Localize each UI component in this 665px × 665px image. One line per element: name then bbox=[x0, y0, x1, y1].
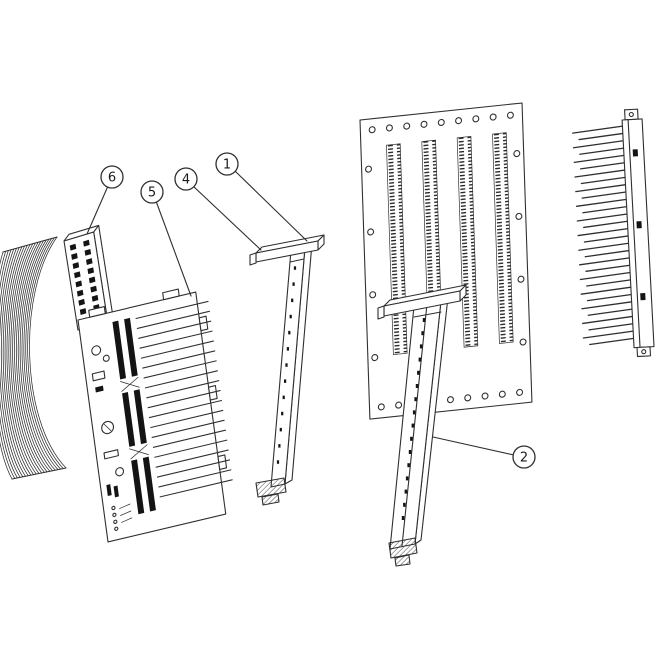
rail1-hole-column bbox=[276, 266, 297, 464]
connector-rail-small bbox=[249, 234, 325, 506]
rail1-bracket-cap bbox=[249, 252, 257, 266]
callout-4-leader bbox=[192, 185, 262, 251]
pin-connector-bottom-hole bbox=[641, 349, 647, 355]
callout-2-label: 2 bbox=[520, 451, 528, 466]
rail1-socket-line bbox=[289, 258, 305, 263]
callout-1-leader bbox=[234, 170, 308, 242]
rail2-mounting-foot bbox=[388, 537, 418, 559]
callout-2: 2 bbox=[432, 436, 536, 469]
pin-connector-top-hole bbox=[628, 111, 634, 118]
board-pin-rows bbox=[135, 300, 233, 498]
callout-6-leader bbox=[86, 185, 109, 235]
cable-bottom-edge bbox=[11, 467, 67, 480]
board-components bbox=[91, 345, 133, 531]
rail1-mounting-foot bbox=[255, 477, 287, 498]
callout-6: 6 bbox=[86, 165, 124, 235]
callouts: 1 2 4 5 6 bbox=[86, 152, 536, 469]
circuit-board bbox=[77, 288, 233, 543]
pin-connector-key bbox=[640, 293, 646, 301]
rail2-center-line bbox=[401, 303, 428, 547]
rail2-bracket-cap bbox=[377, 305, 385, 320]
board-top-tab bbox=[162, 288, 180, 301]
rail2-foot-tip bbox=[394, 554, 411, 567]
panel-mounting-holes bbox=[365, 111, 527, 411]
rail2-socket-line bbox=[413, 311, 442, 318]
rail1-foot-tip bbox=[261, 493, 280, 506]
pin-connector-pins bbox=[572, 125, 637, 346]
rail2-hole-column bbox=[401, 318, 426, 520]
board-connector-bars bbox=[112, 317, 156, 515]
callout-2-leader bbox=[432, 436, 515, 456]
callout-5-label: 5 bbox=[148, 186, 156, 201]
callout-5: 5 bbox=[140, 180, 192, 297]
connector-rail-large bbox=[377, 284, 467, 567]
callout-1: 1 bbox=[215, 152, 308, 242]
callout-5-leader bbox=[155, 200, 192, 297]
callout-4: 4 bbox=[174, 167, 262, 251]
pin-connector-key bbox=[636, 221, 642, 229]
pin-connector-key bbox=[632, 149, 639, 157]
cable-wires bbox=[0, 236, 67, 480]
ribbon-cable bbox=[0, 236, 67, 480]
backplane-panel bbox=[359, 102, 533, 420]
pin-connector bbox=[572, 108, 655, 358]
callout-4-label: 4 bbox=[182, 173, 190, 188]
callout-6-label: 6 bbox=[108, 171, 116, 186]
board-top-tab bbox=[88, 306, 106, 318]
callout-1-label: 1 bbox=[223, 158, 231, 173]
pin-connector-body-edge bbox=[627, 119, 641, 348]
cable-top-edge bbox=[2, 236, 58, 253]
